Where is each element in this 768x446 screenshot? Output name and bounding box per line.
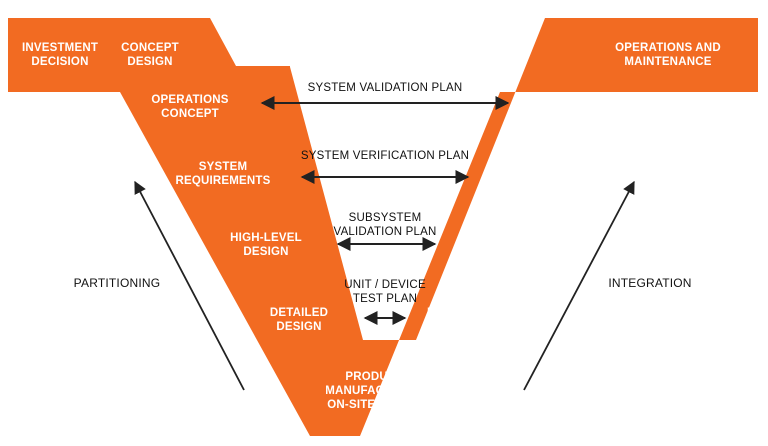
unit-test-plan-label: UNIT / DEVICE TEST PLAN [344,279,426,305]
system-verification-plan-label: SYSTEM VERIFICATION PLAN [300,150,470,162]
operations-concept-label: OPERATIONS CONCEPT [151,94,229,120]
operations-maintenance-label: OPERATIONS AND MAINTENANCE [615,42,721,68]
v-shape [8,18,758,436]
detailed-design-label: DETAILED DESIGN [269,307,329,333]
system-validation-plan-label: SYSTEM VALIDATION PLAN [307,82,463,94]
system-verification-label: SYSTEM VERIFICATION / DEPLOYMENT [493,154,583,194]
system-validation-label: SYSTEM VALIDATION [539,94,611,120]
subsystem-verification-label: SUB - SYSTEM VERIFICATION [463,232,549,258]
partitioning-label: PARTITIONING [73,276,161,290]
integration-label: INTEGRATION [608,276,692,290]
partitioning-arrow [134,180,245,391]
system-requirements-label: SYSTEM REQUIREMENTS [175,161,271,187]
investment-decision-label: INVESTMENT DECISION [21,42,99,68]
production-label: PRODUCTION MANUFACTURE AND ON-SITE ASSEM… [325,371,445,411]
subsystem-validation-plan-label: SUBSYSTEM VALIDATION PLAN [333,212,437,238]
unit-testing-label: UNIT / DEVICE TESTING [427,307,509,333]
concept-design-label: CONCEPT DESIGN [121,42,179,68]
high-level-design-label: HIGH-LEVEL DESIGN [230,232,302,258]
integration-arrow [523,180,635,391]
